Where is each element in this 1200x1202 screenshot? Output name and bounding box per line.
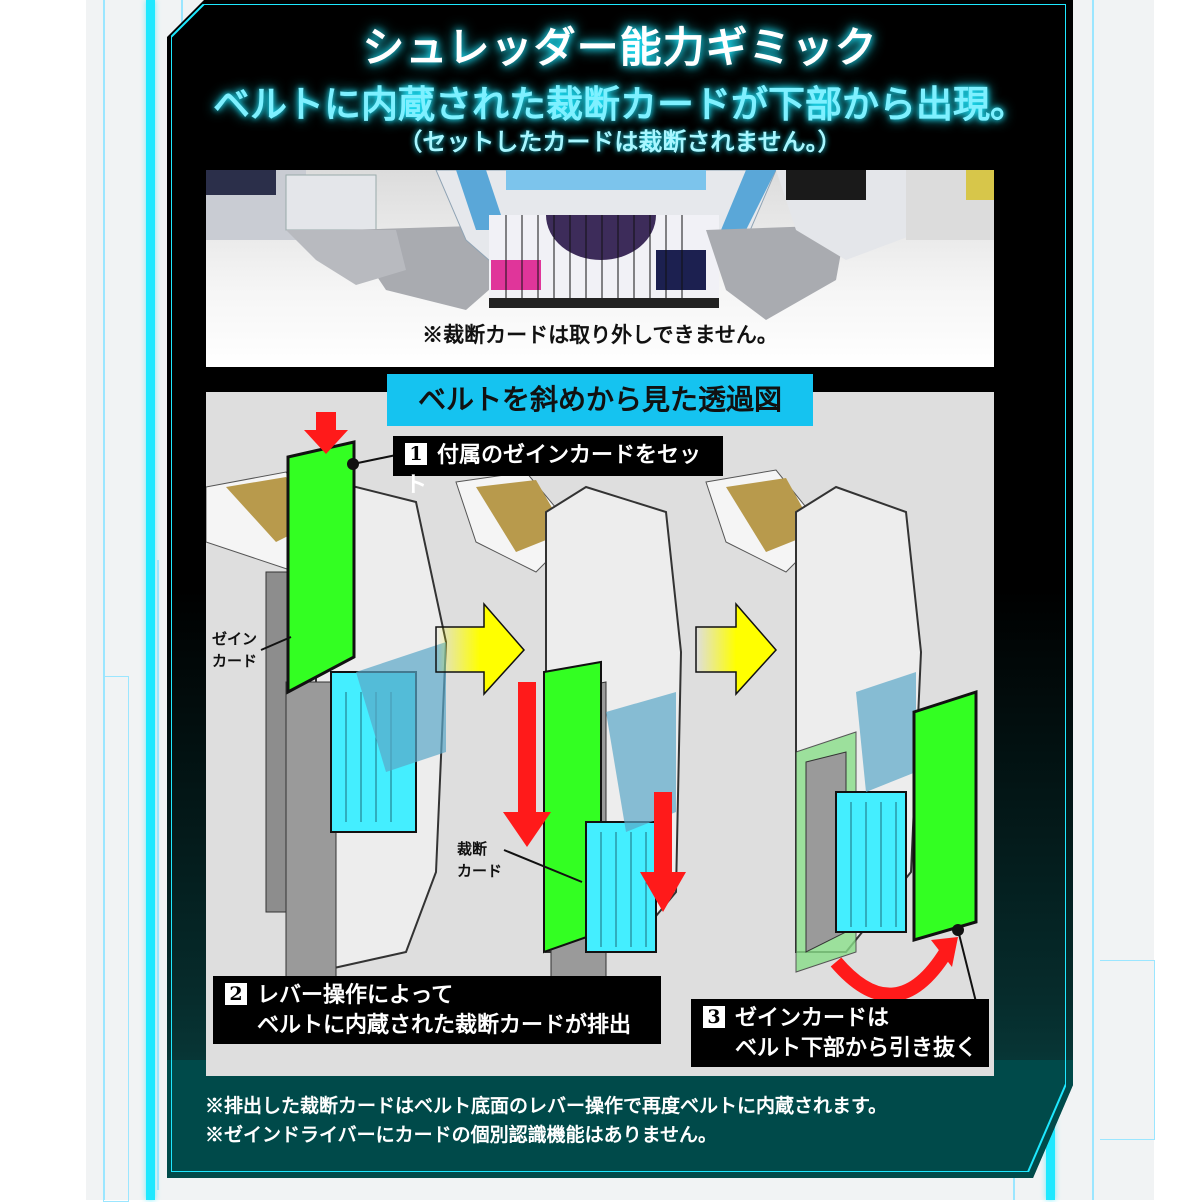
page-subtitle: ベルトに内蔵された裁断カードが下部から出現。 xyxy=(213,82,1027,126)
footnotes: ※排出した裁断カードはベルト底面のレバー操作で再度ベルトに内蔵されます。 ※ゼイ… xyxy=(205,1092,887,1150)
label-zein-card-line2: カード xyxy=(212,652,258,670)
step-1-text: 付属のゼインカードをセット xyxy=(405,442,702,498)
cutaway-diagram xyxy=(206,392,994,1076)
left-cyan-rail xyxy=(146,0,155,1200)
step-2-number: 2 xyxy=(225,983,247,1005)
step-2-line2: ベルトに内蔵された裁断カードが排出 xyxy=(257,1012,632,1038)
left-inner-rail-2 xyxy=(157,560,159,1190)
right-deco-box xyxy=(1100,960,1155,1140)
left-deco-box xyxy=(103,676,129,1202)
page-title: シュレッダー能力ギミック xyxy=(362,23,878,72)
label-zein-card: ゼイン カード xyxy=(212,628,257,672)
page-note: （セットしたカードは裁断されません。） xyxy=(398,127,842,156)
label-shred-card-line2: カード xyxy=(457,862,503,880)
step-3-line2: ベルト下部から引き抜く xyxy=(735,1035,978,1061)
belt-photo: ※裁断カードは取り外しできません。 xyxy=(206,170,994,367)
footnote-2: ※ゼインドライバーにカードの個別認識機能はありません。 xyxy=(205,1124,718,1146)
label-shred-card: 裁断 カード xyxy=(457,838,502,882)
label-zein-card-line1: ゼイン xyxy=(212,630,258,648)
left-thin-rail xyxy=(103,0,105,1200)
cutaway-illustration xyxy=(206,412,978,1013)
step-3-number: 3 xyxy=(703,1006,725,1028)
diagram-heading: ベルトを斜めから見た透過図 xyxy=(387,374,813,426)
belt-stage-1 xyxy=(206,412,448,1013)
belt-illustration xyxy=(206,170,994,320)
photo-caption: ※裁断カードは取り外しできません。 xyxy=(422,322,778,347)
footnote-1: ※排出した裁断カードはベルト底面のレバー操作で再度ベルトに内蔵されます。 xyxy=(205,1095,888,1117)
label-shred-card-line1: 裁断 xyxy=(457,840,488,858)
belt-stage-2 xyxy=(455,471,686,993)
step-3-callout: 3 ゼインカードは ベルト下部から引き抜く xyxy=(691,999,989,1067)
step-2-callout: 2 レバー操作によって ベルトに内蔵された裁断カードが排出 xyxy=(213,976,661,1044)
belt-stage-3 xyxy=(705,469,978,1003)
step-2-line1: レバー操作によって xyxy=(257,982,454,1008)
step-3-line1: ゼインカードは xyxy=(735,1005,890,1031)
right-thin-rail xyxy=(1092,0,1094,1200)
step-1-number: 1 xyxy=(405,443,427,465)
